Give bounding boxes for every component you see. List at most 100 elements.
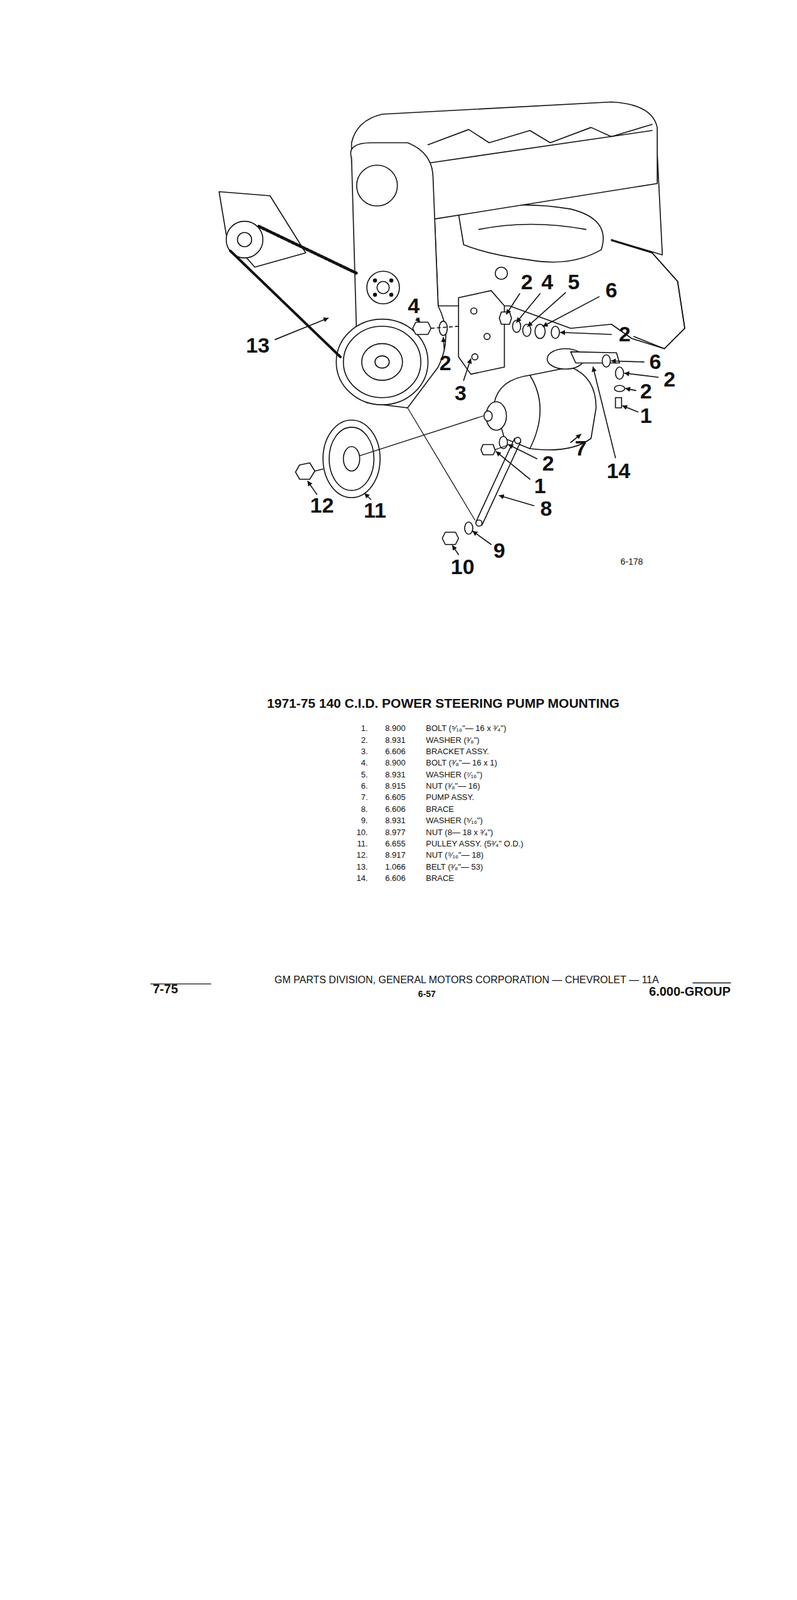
label-wrap: BOLT (⁵⁄₁₆"— 16 x ³⁄₄") [425,721,507,734]
item-number: 11. [357,838,369,848]
washer [522,324,532,337]
callout-number: 1 [640,403,653,428]
label-wrap: 8.900 [385,721,406,734]
callout-number: 10 [450,554,475,579]
leader-line [307,480,318,495]
label-wrap: 11. [357,837,369,849]
callout-number: 8 [540,496,553,520]
leader-line [622,405,638,412]
belt [230,250,341,357]
washer [438,321,448,336]
part-code: 8.977 [385,827,406,837]
part-code: 8.931 [385,769,406,779]
pulley-rim [329,427,375,491]
label-wrap: 9 [493,538,506,562]
page-number: 6-57 [418,988,436,999]
leader-line [527,292,566,327]
label-wrap: NUT (8— 18 x ³⁄₄") [425,825,493,838]
label-wrap: 7. [361,790,369,803]
part-code: 8.900 [385,757,406,767]
callout-number: 2 [663,366,676,391]
callout-number: 11 [363,497,387,522]
label-wrap: BRACE [425,802,454,814]
label-wrap: 6-178 [620,555,644,567]
label-wrap: 4 [541,270,554,294]
bolt-head [499,311,512,325]
item-number: 7. [361,791,369,802]
callout-number: 1 [534,473,547,498]
label-wrap: 2 [618,322,631,346]
manifold-port [495,267,508,280]
label-wrap: WASHER (⁵⁄₁₆") [425,813,483,826]
group-number: 6.000-GROUP [649,983,731,998]
label-wrap: 6.606 [385,871,406,883]
bracket-hole [484,332,491,340]
callout-number: 9 [493,538,506,562]
leader-line [496,451,530,480]
part-code: 8.900 [385,723,406,733]
item-number: 3. [361,746,369,756]
washer [601,354,611,368]
bolt-dot [373,292,377,296]
crank-bolt [374,355,390,369]
leader-line [506,293,520,315]
part-code: 8.915 [385,780,406,791]
part-description: WASHER (³⁄₈") [425,734,480,745]
idler-hub [237,232,253,248]
label-wrap: 14. [356,871,369,883]
part-description: BELT (³⁄₈"— 53) [425,861,483,871]
callout-number: 2 [542,451,555,476]
label-wrap: 8 [540,496,553,520]
phantom-line [359,415,484,456]
item-number: 13. [356,861,369,871]
part-description: WASHER (⁵⁄₁₆") [425,815,483,825]
part-description: BOLT (³⁄₈"— 16 x 1) [425,757,498,767]
label-wrap: PUMP ASSY. [425,790,475,803]
item-number: 14. [356,872,369,883]
callout-number: 12 [310,492,335,517]
label-wrap: 12. [356,848,369,860]
label-wrap: 6-57 [418,987,436,999]
label-wrap: 2 [521,270,534,294]
label-wrap: 1 [640,403,653,428]
label-wrap: 12 [310,493,335,517]
callout-number: 2 [439,350,452,375]
phantom-line [495,444,510,450]
label-wrap: BRACKET ASSY. [425,744,490,757]
cam-cover-ridge [428,124,653,145]
label-wrap: 1. [361,721,369,734]
pulley-hub [343,446,360,471]
callout-number: 2 [640,378,653,403]
callout-number: 6 [605,277,618,302]
callout-number: 2 [521,269,534,294]
part-code: 6.606 [385,746,406,756]
label-wrap: 6.606 [385,744,406,757]
nut [295,462,315,480]
leader-line [593,366,616,458]
title-wrap: 1971-75 140 C.I.D. POWER STEERING PUMP M… [267,696,620,711]
label-wrap: 13 [245,333,270,357]
label-wrap: 7 [575,436,587,460]
part-code: 8.917 [385,849,406,860]
part-description: NUT (8— 18 x ³⁄₄") [425,827,493,837]
leader-line [463,358,471,381]
callout-number: 2 [618,321,631,346]
label-wrap: 4. [361,756,369,768]
part-description: BOLT (⁵⁄₁₆"— 16 x ³⁄₄") [425,723,507,733]
title: 1971-75 140 C.I.D. POWER STEERING PUMP M… [267,696,620,711]
crank-pulley-rim [343,326,422,398]
part-code: 6.606 [385,872,406,883]
label-wrap: BRACE [425,871,454,883]
label-wrap: PULLEY ASSY. (5³⁄₄" O.D.) [425,837,523,849]
bolt [615,397,623,408]
label-wrap: 8.917 [385,848,406,860]
label-wrap: 8.931 [385,733,406,745]
water-pump-pulley [366,270,400,304]
item-number: 1. [361,723,369,733]
label-wrap: 8.915 [385,779,406,791]
part-description: WASHER (⁷⁄₁₆") [425,769,483,779]
part-code: 6.655 [385,838,406,848]
callout-number: 3 [454,381,467,406]
label-wrap: 6. [361,779,369,791]
callout-number: 5 [567,269,580,294]
